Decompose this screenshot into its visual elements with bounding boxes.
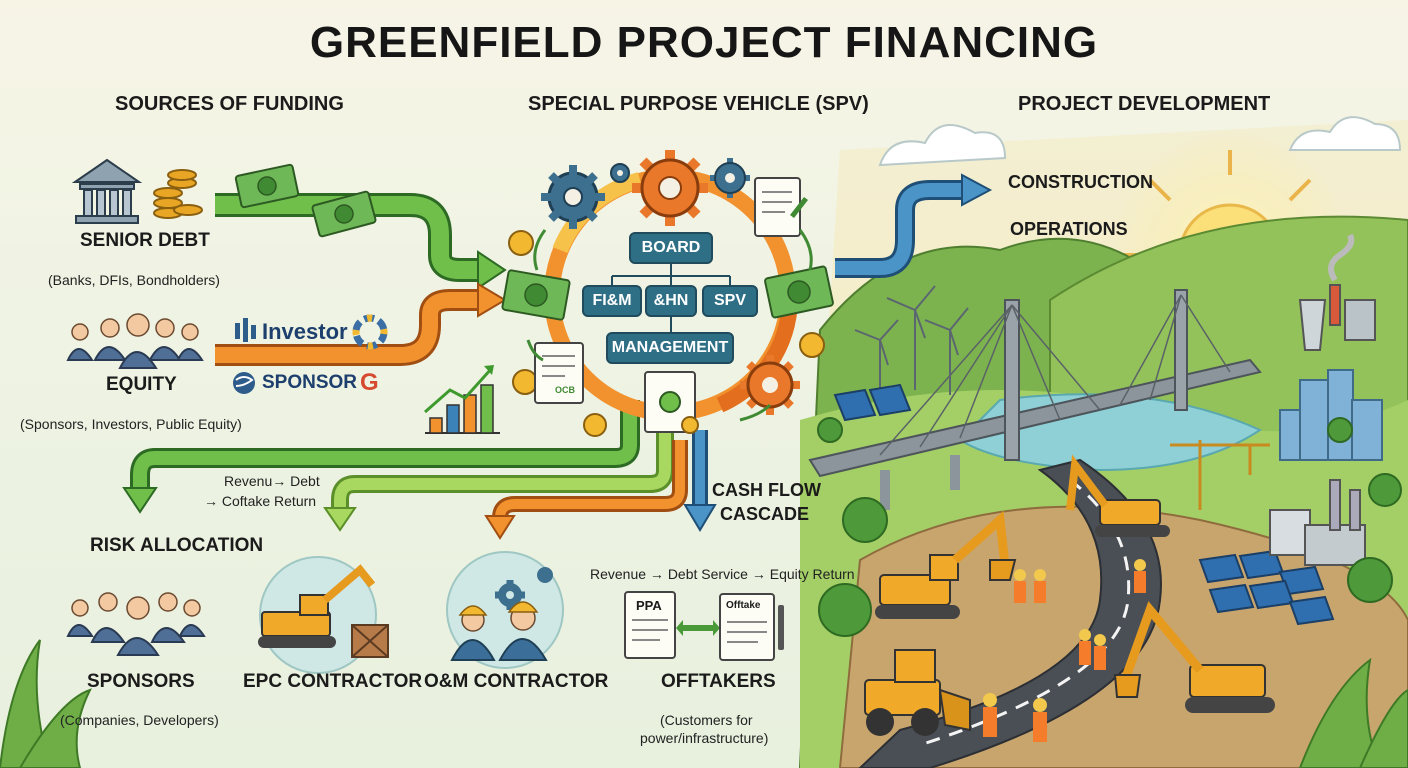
foliage bbox=[0, 639, 1408, 768]
excavator bbox=[1113, 601, 1275, 713]
page-title: GREENFIELD PROJECT FINANCING bbox=[309, 18, 1099, 67]
construction-workers bbox=[983, 559, 1146, 742]
bulldozer bbox=[864, 649, 971, 736]
risk-arrowhead bbox=[122, 487, 158, 514]
coftake-return-label: → Coftake Return bbox=[204, 493, 317, 509]
senior-debt-arrowhead bbox=[477, 250, 507, 290]
gear-icon bbox=[541, 165, 605, 229]
spv-box-hn: &HN bbox=[645, 285, 697, 317]
sponsors-sub: (Companies, Developers) bbox=[60, 712, 219, 728]
money-icon bbox=[764, 265, 834, 319]
contract-document-icon bbox=[754, 177, 808, 237]
development-flow bbox=[835, 183, 965, 275]
column-heading-development: PROJECT DEVELOPMENT bbox=[1018, 93, 1271, 115]
equity-sub: (Sponsors, Investors, Public Equity) bbox=[20, 416, 242, 432]
development-arrowhead bbox=[961, 173, 993, 207]
epc-flow bbox=[334, 420, 671, 510]
g-logo-icon: G bbox=[360, 369, 379, 396]
investor-ring-icon bbox=[352, 314, 388, 350]
epc-arrowhead bbox=[323, 507, 357, 532]
investor-logo-icon bbox=[235, 318, 256, 342]
tower-crane bbox=[1170, 440, 1270, 510]
investors-group-icon bbox=[66, 313, 204, 369]
gear-icon bbox=[740, 355, 800, 415]
excavator bbox=[1066, 454, 1170, 537]
column-heading-funding: SOURCES OF FUNDING bbox=[115, 93, 344, 115]
column-heading-spv: SPECIAL PURPOSE VEHICLE (SPV) bbox=[528, 93, 869, 115]
om-contractor-label: O&M CONTRACTOR bbox=[424, 671, 609, 692]
excavator bbox=[875, 510, 1017, 619]
offtakers-sub-2: power/infrastructure) bbox=[640, 730, 769, 746]
epc-contractor-label: EPC CONTRACTOR bbox=[243, 671, 423, 692]
risk-allocation-heading: RISK ALLOCATION bbox=[90, 535, 264, 556]
document-icon bbox=[534, 342, 584, 404]
bank-icon bbox=[71, 158, 143, 224]
power-plant bbox=[1298, 233, 1376, 351]
money-icon bbox=[234, 163, 300, 209]
money-icon bbox=[311, 190, 377, 238]
bridge bbox=[808, 289, 1262, 510]
spv-box-spv: SPV bbox=[702, 285, 758, 317]
om-arrowhead bbox=[484, 515, 516, 540]
equity-label: EQUITY bbox=[106, 374, 177, 395]
om-flow bbox=[495, 440, 685, 519]
risk-flow bbox=[133, 400, 637, 490]
epc-excavator-icon bbox=[258, 556, 389, 674]
exchange-arrows-icon bbox=[676, 620, 720, 636]
cycle-arrows bbox=[526, 229, 813, 422]
gear-icon bbox=[610, 163, 630, 183]
offtakers-sub-1: (Customers for bbox=[660, 712, 753, 728]
cash-flow-label: CASH FLOW bbox=[712, 480, 821, 500]
equity-arrowhead bbox=[477, 282, 507, 318]
growth-chart-icon bbox=[424, 365, 500, 434]
construction-label: CONSTRUCTION bbox=[1008, 172, 1153, 192]
gear-icon bbox=[632, 150, 708, 226]
city-buildings bbox=[1279, 369, 1383, 461]
sponsor-brand: SPONSOR bbox=[262, 372, 358, 393]
offtake-doc-label: Offtake bbox=[726, 600, 761, 611]
offtakers-label: OFFTAKERS bbox=[661, 671, 776, 692]
ppa-doc-label: PPA bbox=[636, 598, 662, 613]
scroll-document-icon bbox=[644, 371, 699, 434]
revenue-debt-label: Revenu→ Debt bbox=[224, 473, 320, 489]
gear-icon bbox=[710, 158, 750, 198]
spv-board-box: BOARD bbox=[629, 232, 713, 264]
cloud bbox=[878, 116, 1402, 167]
cash-flow-arrowhead bbox=[683, 504, 717, 532]
solar-panels bbox=[833, 383, 1335, 626]
offtake-document-icon bbox=[719, 593, 784, 661]
operations-label: OPERATIONS bbox=[1010, 219, 1128, 239]
document-code: OCB bbox=[555, 385, 575, 395]
sponsors-group-icon bbox=[66, 592, 206, 656]
senior-debt-sub: (Banks, DFIs, Bondholders) bbox=[48, 272, 220, 288]
senior-debt-flow bbox=[215, 196, 480, 279]
sponsor-logo-icon bbox=[233, 372, 255, 394]
factory bbox=[1269, 479, 1366, 566]
waterfall-label: Revenue → Debt Service → Equity Return bbox=[590, 566, 855, 582]
spv-box-fim: FI&M bbox=[582, 285, 642, 317]
equity-flow bbox=[215, 292, 480, 363]
coin-stack-icon bbox=[153, 169, 203, 219]
sponsors-label: SPONSORS bbox=[87, 671, 195, 692]
cascade-label: CASCADE bbox=[720, 504, 810, 524]
ppa-document-icon bbox=[624, 591, 676, 659]
om-workers-icon bbox=[446, 551, 564, 669]
spv-management-box: MANAGEMENT bbox=[606, 332, 734, 364]
coin-icon bbox=[508, 230, 825, 437]
senior-debt-label: SENIOR DEBT bbox=[80, 230, 210, 251]
money-icon bbox=[501, 269, 571, 321]
trees bbox=[817, 417, 1402, 637]
investor-brand: Investor bbox=[262, 319, 348, 344]
